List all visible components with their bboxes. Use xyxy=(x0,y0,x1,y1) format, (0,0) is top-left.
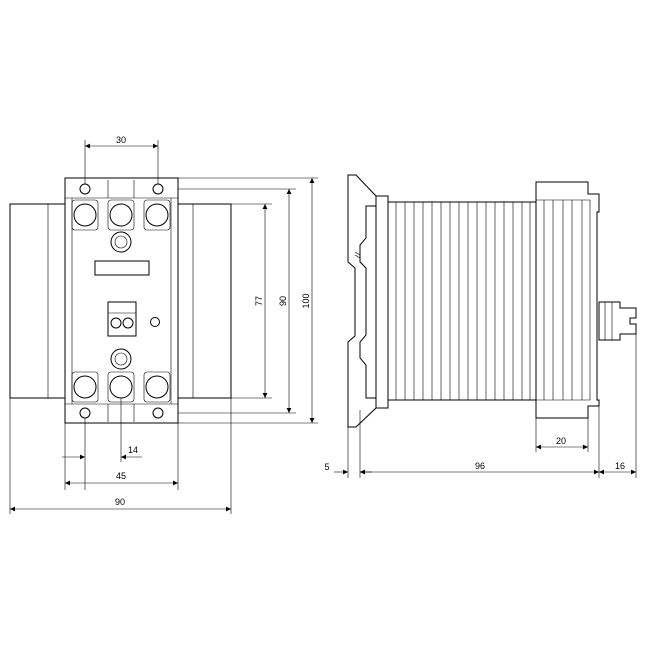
side-view xyxy=(347,174,637,428)
dim-front-14: 14 xyxy=(128,445,138,455)
heatsink-fins xyxy=(395,202,531,400)
led-indicator xyxy=(150,317,160,327)
dim-side-16: 16 xyxy=(615,461,625,471)
control-connector xyxy=(107,301,137,337)
dim-side-96: 96 xyxy=(475,461,485,471)
front-view xyxy=(9,177,232,424)
dim-front-90-height: 90 xyxy=(278,296,288,306)
terminal-bottom-1 xyxy=(73,375,97,399)
terminal-top-3 xyxy=(145,203,169,227)
label-window xyxy=(94,260,150,276)
side-heatsink-body xyxy=(387,201,537,401)
side-control-plug xyxy=(598,301,637,341)
dim-front-45: 45 xyxy=(116,471,126,481)
dim-front-100: 100 xyxy=(301,293,311,308)
din-rail-clip xyxy=(347,174,377,428)
side-housing xyxy=(375,195,389,409)
terminal-top-1 xyxy=(73,203,97,227)
side-front-cover xyxy=(535,181,600,419)
control-screw-bottom xyxy=(110,348,132,370)
dim-side-5: 5 xyxy=(324,462,329,472)
terminal-bottom-3 xyxy=(145,375,169,399)
front-view-dimensions: 30 77 90 100 14 45 90 xyxy=(9,135,318,514)
heatsink-left-wing xyxy=(9,203,66,399)
dim-front-77: 77 xyxy=(254,296,264,306)
heatsink-right-wing xyxy=(177,203,232,399)
dim-side-20: 20 xyxy=(556,436,566,446)
mount-hole-bottom-right xyxy=(152,407,164,419)
dim-front-30: 30 xyxy=(116,135,126,145)
dim-front-90-width: 90 xyxy=(115,497,125,507)
front-housing xyxy=(64,177,179,424)
control-screw-top xyxy=(110,231,132,253)
side-view-dimensions: 5 96 16 20 xyxy=(324,334,637,478)
terminal-top-2 xyxy=(109,203,133,227)
